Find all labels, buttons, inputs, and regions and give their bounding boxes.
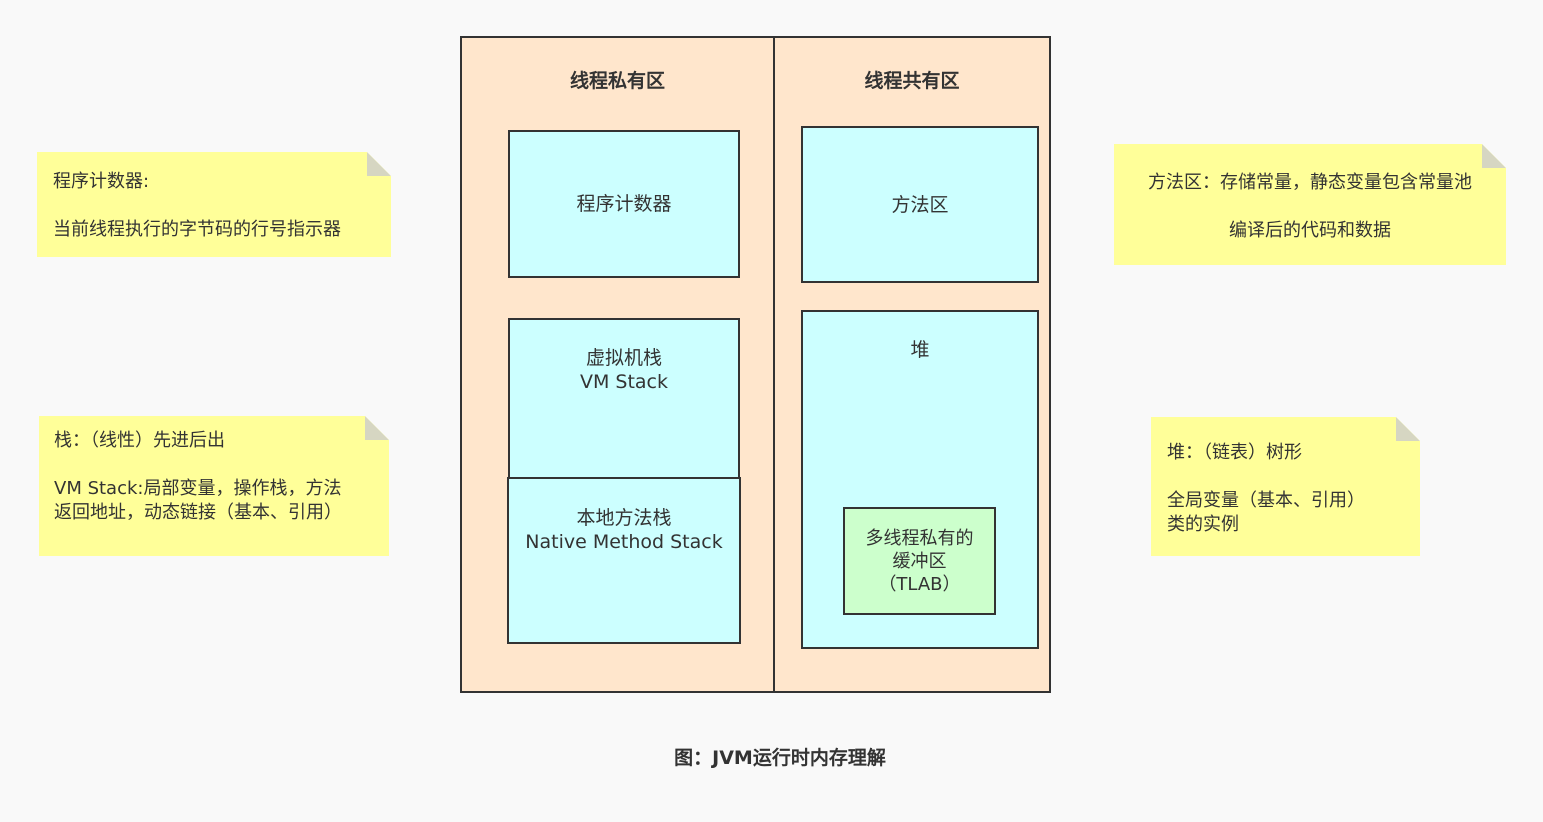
method-note-line1: 方法区：存储常量，静态变量包含常量池 [1148,172,1472,193]
native-method-stack-box: 本地方法栈 Native Method Stack [507,477,741,644]
native-stack-label-en: Native Method Stack [525,531,723,553]
counter-note-title: 程序计数器: [53,171,150,192]
tlab-label-line2: 缓冲区 [892,550,947,572]
tlab-box: 多线程私有的 缓冲区 （TLAB） [843,507,996,615]
method-note-line2: 编译后的代码和数据 [1229,220,1391,241]
program-counter-box: 程序计数器 [508,130,740,278]
heap-note: 堆：（链表）树形 全局变量（基本、引用） 类的实例 [1151,417,1420,556]
figure-caption: 图：JVM运行时内存理解 [674,747,886,769]
vm-stack-box: 虚拟机栈 VM Stack [508,318,740,482]
native-stack-label-cn: 本地方法栈 [576,507,672,529]
tlab-label-line1: 多线程私有的 [865,527,974,549]
stack-note-body-line1: VM Stack:局部变量，操作栈，方法 [54,478,342,499]
note-fold-corner [367,152,391,176]
note-fold-corner [1396,417,1420,441]
heap-note-body-line2: 类的实例 [1167,514,1239,535]
note-fold-corner [1482,144,1506,168]
program-counter-note: 程序计数器: 当前线程执行的字节码的行号指示器 [37,152,391,257]
vm-stack-label-en: VM Stack [579,371,669,393]
thread-private-title: 线程私有区 [569,70,665,92]
vm-stack-label-cn: 虚拟机栈 [585,347,662,369]
heap-note-body-line1: 全局变量（基本、引用） [1167,490,1365,511]
method-area-label: 方法区 [891,193,949,216]
heap-note-title: 堆：（链表）树形 [1167,442,1302,463]
program-counter-label: 程序计数器 [576,193,672,215]
heap-label: 堆 [910,339,930,361]
note-fold-corner [365,416,389,440]
stack-note: 栈：（线性）先进后出 VM Stack:局部变量，操作栈，方法 返回地址，动态链… [39,416,389,556]
method-area-note: 方法区：存储常量，静态变量包含常量池 编译后的代码和数据 [1114,144,1506,265]
stack-note-body-line2: 返回地址，动态链接（基本、引用） [54,502,342,523]
method-area-box: 方法区 [801,126,1039,283]
stack-note-title: 栈：（线性）先进后出 [54,430,225,451]
thread-shared-title: 线程共有区 [864,70,960,92]
counter-note-body: 当前线程执行的字节码的行号指示器 [53,219,341,240]
tlab-label-line3: （TLAB） [878,573,961,595]
